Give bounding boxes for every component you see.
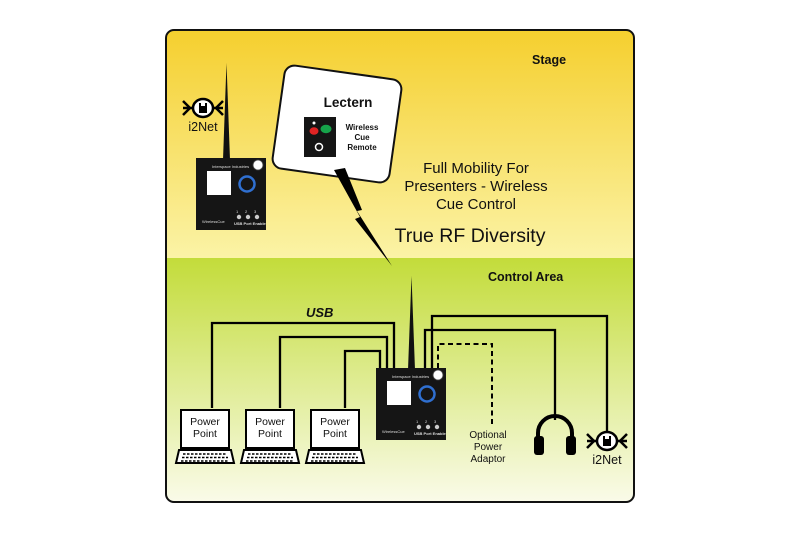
remote-label-line2: Cue: [354, 133, 370, 142]
laptop-1-label-line1: Power: [190, 416, 220, 428]
laptop-1-label-line2: Point: [193, 428, 217, 440]
control-receiver-ports-label: USB Port Enable: [414, 431, 447, 436]
control-i2net-label: i2Net: [592, 453, 622, 467]
stage-zone-label: Stage: [532, 53, 566, 67]
stage-i2net: i2Net: [181, 97, 225, 134]
mobility-callout-line3: Cue Control: [436, 196, 516, 213]
stage-receiver: Interspace Industries WirelessCue 1 2 3 …: [194, 63, 268, 232]
control-receiver-model: WirelessCue: [382, 429, 405, 434]
laptop-3-label-line1: Power: [320, 416, 350, 428]
headphone-cup-left-icon: [534, 436, 544, 455]
diagram-frame: [165, 29, 635, 503]
control-i2net: i2Net: [585, 430, 629, 467]
stage-i2net-label: i2Net: [188, 120, 218, 134]
stage-receiver-ports-label: USB Port Enable: [234, 221, 267, 226]
remote-label-line3: Remote: [347, 143, 377, 152]
laptop-2-label-line2: Point: [258, 428, 282, 440]
control-receiver-brand: Interspace Industries: [392, 374, 429, 379]
control-area-zone-label: Control Area: [488, 270, 564, 284]
power-adaptor-label-line1: Optional: [469, 430, 506, 441]
stage-receiver-model: WirelessCue: [202, 219, 225, 224]
usb-label: USB: [306, 305, 333, 320]
headphone-cup-right-icon: [566, 436, 576, 455]
mobility-callout-line1: Full Mobility For: [423, 160, 529, 177]
control-receiver-port-3: 3: [434, 419, 437, 424]
power-adaptor-label-line3: Adaptor: [470, 454, 506, 465]
rf-diversity-callout: True RF Diversity: [395, 225, 546, 247]
laptop-3: Power Point: [305, 409, 365, 464]
antenna-icon: [223, 63, 230, 160]
stage-receiver-port-1: 1: [236, 209, 239, 214]
control-receiver-port-1: 1: [416, 419, 419, 424]
wireless-signal-bolt-icon: [334, 168, 392, 266]
power-adaptor-label-line2: Power: [474, 442, 503, 453]
stage-receiver-port-2: 2: [245, 209, 248, 214]
remote-led-icon: [312, 121, 316, 125]
remote-label-line1: Wireless: [346, 123, 379, 132]
laptop-3-label-line2: Point: [323, 428, 347, 440]
mobility-callout-line2: Presenters - Wireless: [404, 178, 547, 195]
remote-forward-button-icon: [320, 124, 332, 134]
lectern-label: Lectern: [324, 95, 373, 110]
laptop-1: Power Point: [175, 409, 235, 464]
stage-receiver-brand: Interspace Industries: [212, 164, 249, 169]
laptop-2-label-line1: Power: [255, 416, 285, 428]
control-receiver: Interspace Industries WirelessCue 1 2 3 …: [374, 276, 448, 442]
headphones-icon: [536, 414, 574, 447]
laptop-2: Power Point: [240, 409, 300, 464]
remote-ring-icon: [314, 142, 324, 152]
antenna-icon: [408, 276, 415, 370]
power-adaptor-cable: [437, 343, 493, 425]
usb-cables: [210, 314, 609, 440]
headphones: [534, 414, 576, 455]
lectern-card: Lectern Wireless Cue Remote: [271, 64, 403, 184]
remote-back-button-icon: [309, 127, 319, 135]
control-receiver-port-2: 2: [425, 419, 428, 424]
stage-receiver-port-3: 3: [254, 209, 257, 214]
